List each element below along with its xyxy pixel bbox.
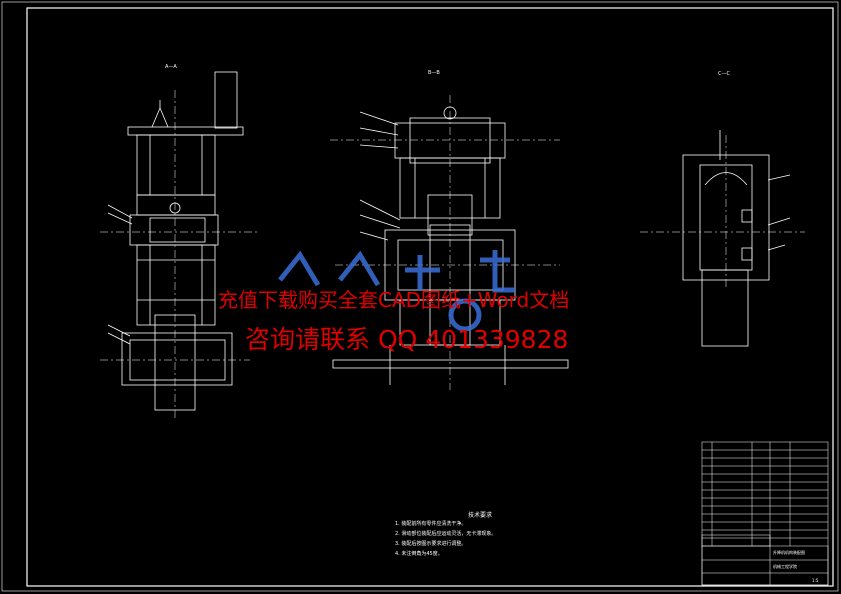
- view-label-left: A—A: [165, 64, 177, 70]
- view-label-middle: B—B: [428, 70, 440, 76]
- left-view: [100, 71, 260, 420]
- tech-req-item: 2. 滑动部位装配后应运动灵活，无卡滞现象。: [395, 531, 497, 537]
- tech-req-item: 4. 未注倒角为45度。: [395, 551, 443, 557]
- title-block-drawing-name: 升降机机构装配图: [773, 550, 805, 555]
- tech-req-title: 技术要求: [468, 512, 493, 519]
- tech-req-item: 1. 装配前所有零件应清洗干净。: [395, 521, 467, 527]
- tech-req-item: 3. 装配后按图示要求进行调整。: [395, 541, 467, 547]
- watermark-logo: [278, 250, 515, 332]
- title-block-scale: 1:5: [812, 578, 819, 583]
- title-block-grid: [701, 441, 829, 586]
- right-view: [640, 130, 805, 347]
- view-label-right: C—C: [718, 71, 730, 77]
- title-block-school: 机械工程学院: [773, 564, 797, 569]
- drawing-frame: [26, 7, 834, 587]
- middle-view: [330, 95, 569, 390]
